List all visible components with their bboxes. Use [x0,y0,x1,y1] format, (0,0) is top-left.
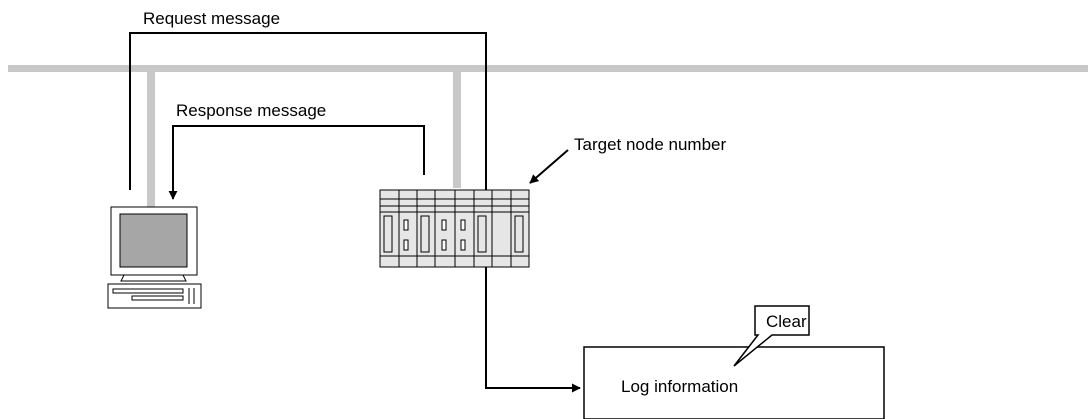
plc-network-cable [453,72,461,188]
target-node-number-label: Target node number [574,135,727,154]
network-bus [8,65,1088,72]
clear-label: Clear [766,312,807,331]
request-message-label: Request message [143,9,281,28]
request-message-line [129,32,487,190]
clear-callout [733,305,810,367]
computer-network-cable [147,72,155,208]
log-information-box [583,346,885,419]
target-node-pointer-arrow [529,149,569,184]
log-information-label: Log information [621,377,739,396]
log-information-arrow [485,267,581,393]
response-message-arrow [168,125,425,200]
plc-rack-icon [379,189,530,268]
response-message-label: Response message [176,101,327,120]
personal-computer-icon [107,206,202,309]
